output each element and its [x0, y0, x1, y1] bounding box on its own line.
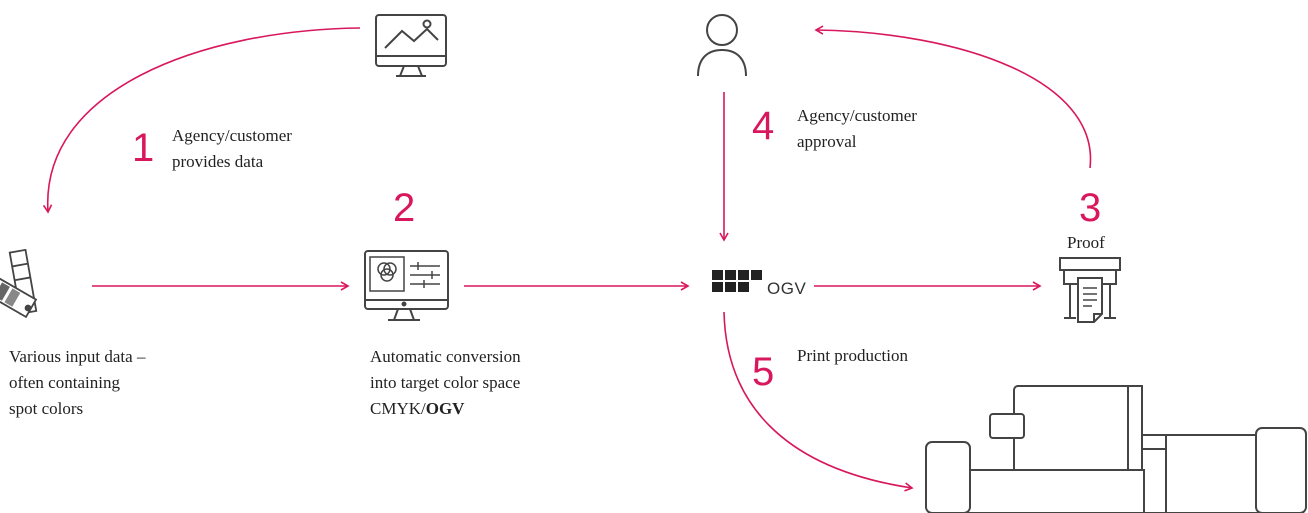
step-number-4: 4 — [752, 104, 775, 148]
step-number-2: 2 — [393, 186, 416, 230]
input-data-caption-line-2: often containing — [9, 373, 120, 392]
conversion-caption-prefix: CMYK/ — [370, 399, 426, 418]
person-icon — [697, 14, 747, 77]
step-number-3: 3 — [1079, 186, 1102, 230]
arrow-data-to-input — [42, 27, 361, 214]
step-1-label-line-1: Agency/customer — [172, 126, 292, 145]
proof-label: Proof — [1067, 233, 1105, 252]
input-data-caption-line-1: Various input data – — [9, 347, 146, 366]
proof-printer-icon — [1059, 257, 1121, 323]
printing-press-icon — [925, 385, 1307, 513]
step-4-label-line-1: Agency/customer — [797, 106, 917, 125]
color-swatch-fan-icon — [0, 248, 38, 319]
arrow-proof-to-customer — [814, 25, 1092, 169]
conversion-caption-line-2: into target color space — [370, 373, 521, 392]
monitor-image-icon — [375, 14, 447, 77]
conversion-caption-ogv: OGV — [425, 399, 465, 418]
conversion-caption-line-3: CMYK/OGV — [370, 398, 464, 420]
ogv-logo-icon — [712, 270, 762, 292]
ogv-logo-text: OGV — [767, 279, 807, 298]
step-1-label-line-2: provides data — [172, 152, 264, 171]
color-management-monitor-icon — [364, 250, 449, 321]
flow-arrows — [42, 25, 1092, 492]
step-number-1: 1 — [132, 126, 155, 170]
step-4-label-line-2: approval — [797, 132, 857, 151]
step-number-5: 5 — [752, 350, 775, 394]
step-5-label: Print production — [797, 346, 908, 365]
conversion-caption-line-1: Automatic conversion — [370, 347, 521, 366]
arrow-ogv-to-press — [723, 311, 914, 492]
input-data-caption-line-3: spot colors — [9, 399, 84, 418]
